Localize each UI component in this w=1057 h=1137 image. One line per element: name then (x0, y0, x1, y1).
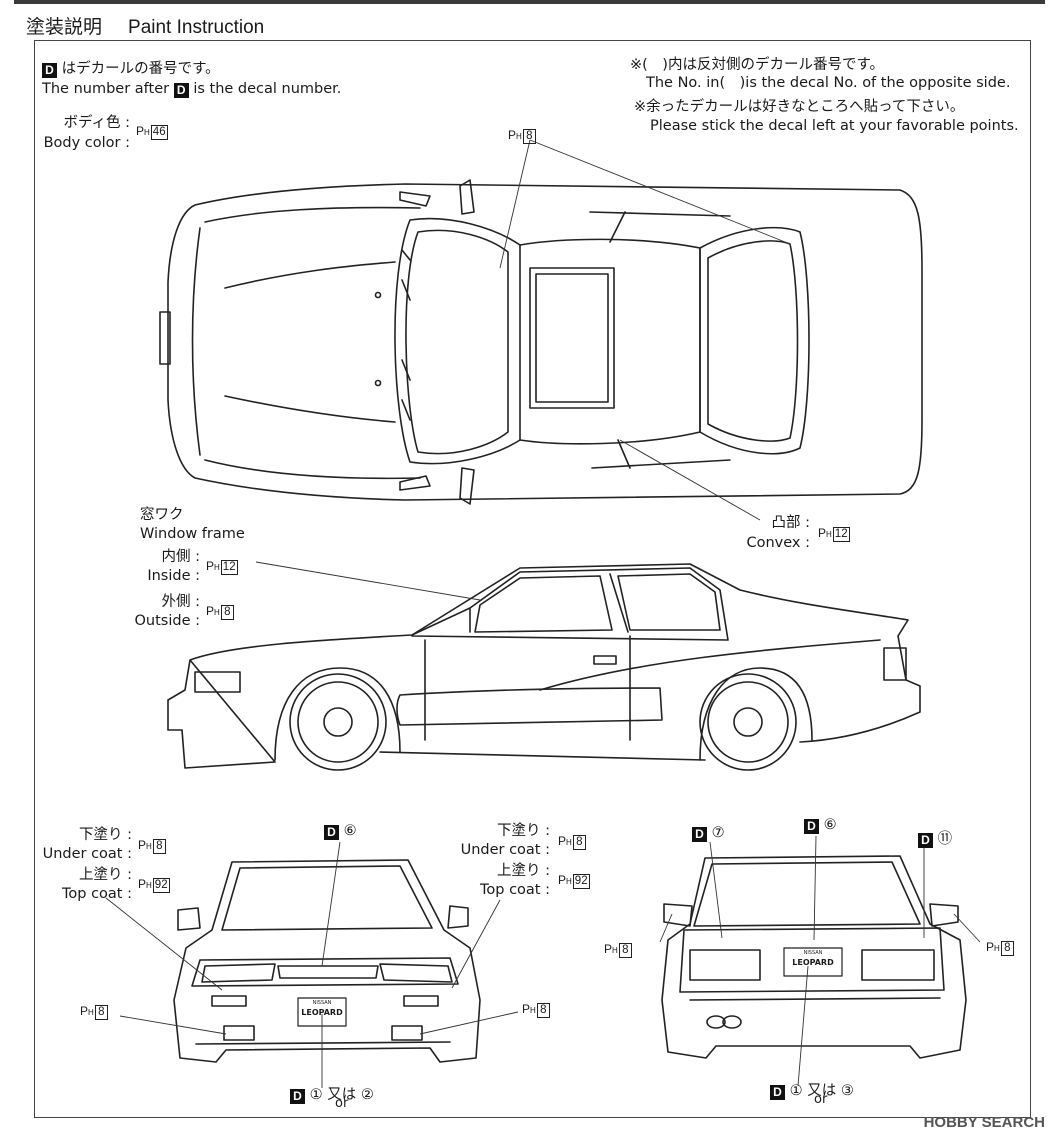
leftover-note-en: Please stick the decal left at your favo… (650, 118, 1019, 134)
convex-en: Convex : (746, 535, 810, 551)
opposite-note-en: The No. in( )is the decal No. of the opp… (646, 75, 1011, 91)
title-jp: 塗装説明 (26, 16, 103, 38)
front-top-en: Top coat : (62, 886, 132, 902)
convex-jp: 凸部 : (771, 515, 811, 531)
rear-plate-line1: NISSAN (803, 950, 823, 956)
leader-lines (105, 139, 981, 1088)
body-color-jp: ボディ色 : (63, 115, 130, 131)
rear-under-jp: 下塗り : (497, 823, 550, 839)
decal-note-jp: D はデカールの番号です。 (42, 60, 220, 79)
opposite-note-jp: ※( )内は反対側のデカール番号です。 (630, 57, 885, 73)
front-decal-bottom: D ① 又は ② (290, 1086, 374, 1105)
front-decal-or: or (335, 1096, 349, 1111)
front-under-jp: 下塗り : (79, 827, 132, 843)
window-frame-en: Window frame (140, 526, 245, 542)
window-outside-jp: 外側 : (161, 594, 201, 610)
body-color-en: Body color : (43, 135, 130, 151)
rear-decal-left: D ⑦ (692, 824, 725, 843)
window-inside-en: Inside : (147, 568, 200, 584)
rear-decal-center: D ⑥ (804, 816, 837, 835)
front-plate-line1: NISSAN (312, 1000, 332, 1006)
rear-decal-bottom: D ① 又は ③ (770, 1082, 854, 1101)
decal-marker-icon: D (42, 63, 57, 78)
window-inside-jp: 内側 : (161, 549, 201, 565)
rear-decal-right: D ⑪ (918, 830, 952, 849)
leftover-note-jp: ※余ったデカールは好きなところへ貼って下さい。 (634, 99, 965, 115)
decal-marker-icon: D (173, 83, 189, 98)
rear-top-en: Top coat : (480, 882, 550, 898)
watermark: HOBBY SEARCH (923, 1114, 1045, 1131)
instruction-frame (34, 40, 1031, 1118)
rear-decal-or: or (814, 1092, 828, 1107)
rear-under-en: Under coat : (460, 842, 550, 858)
top-view-drawing (159, 179, 923, 505)
front-top-jp: 上塗り : (79, 867, 132, 883)
title-en: Paint Instruction (128, 17, 265, 38)
rear-view-drawing (661, 855, 967, 1059)
decal-note-en: The number after D is the decal number. (42, 81, 342, 98)
window-frame-jp: 窓ワク (140, 507, 184, 523)
front-view-drawing (173, 859, 481, 1063)
front-plate-line2: LEOPARD (301, 1008, 343, 1017)
front-under-en: Under coat : (42, 846, 132, 862)
page-header: 塗装説明 Paint Instruction (26, 12, 264, 39)
top-rule (14, 0, 1045, 4)
rear-top-jp: 上塗り : (497, 863, 550, 879)
rear-plate-line2: LEOPARD (792, 958, 834, 967)
front-decal-top: D ⑥ (324, 822, 357, 841)
side-view-drawing (167, 563, 921, 771)
window-outside-en: Outside : (134, 613, 201, 629)
